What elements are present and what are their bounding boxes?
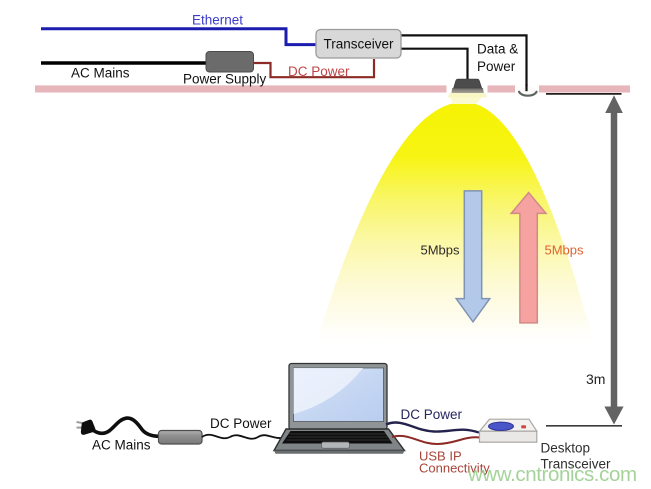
- svg-text:5Mbps: 5Mbps: [421, 243, 461, 258]
- svg-text:Transceiver: Transceiver: [541, 457, 612, 472]
- svg-text:www.cntronics.com: www.cntronics.com: [467, 463, 637, 486]
- svg-text:Power Supply: Power Supply: [183, 72, 267, 87]
- svg-text:5Mbps: 5Mbps: [545, 243, 585, 258]
- svg-text:USB IP: USB IP: [419, 449, 462, 464]
- svg-text:Power: Power: [477, 59, 516, 74]
- svg-text:DC Power: DC Power: [401, 407, 463, 422]
- svg-text:DC Power: DC Power: [288, 64, 350, 79]
- svg-text:Transceiver: Transceiver: [323, 37, 394, 52]
- svg-text:Ethernet: Ethernet: [192, 13, 243, 28]
- svg-text:DC Power: DC Power: [210, 416, 272, 431]
- svg-text:AC Mains: AC Mains: [71, 66, 130, 81]
- svg-text:3m: 3m: [586, 371, 605, 387]
- svg-text:Connectivity: Connectivity: [419, 461, 490, 476]
- svg-text:AC Mains: AC Mains: [92, 438, 151, 453]
- svg-text:Data &: Data &: [477, 42, 518, 57]
- svg-text:Desktop: Desktop: [541, 441, 591, 456]
